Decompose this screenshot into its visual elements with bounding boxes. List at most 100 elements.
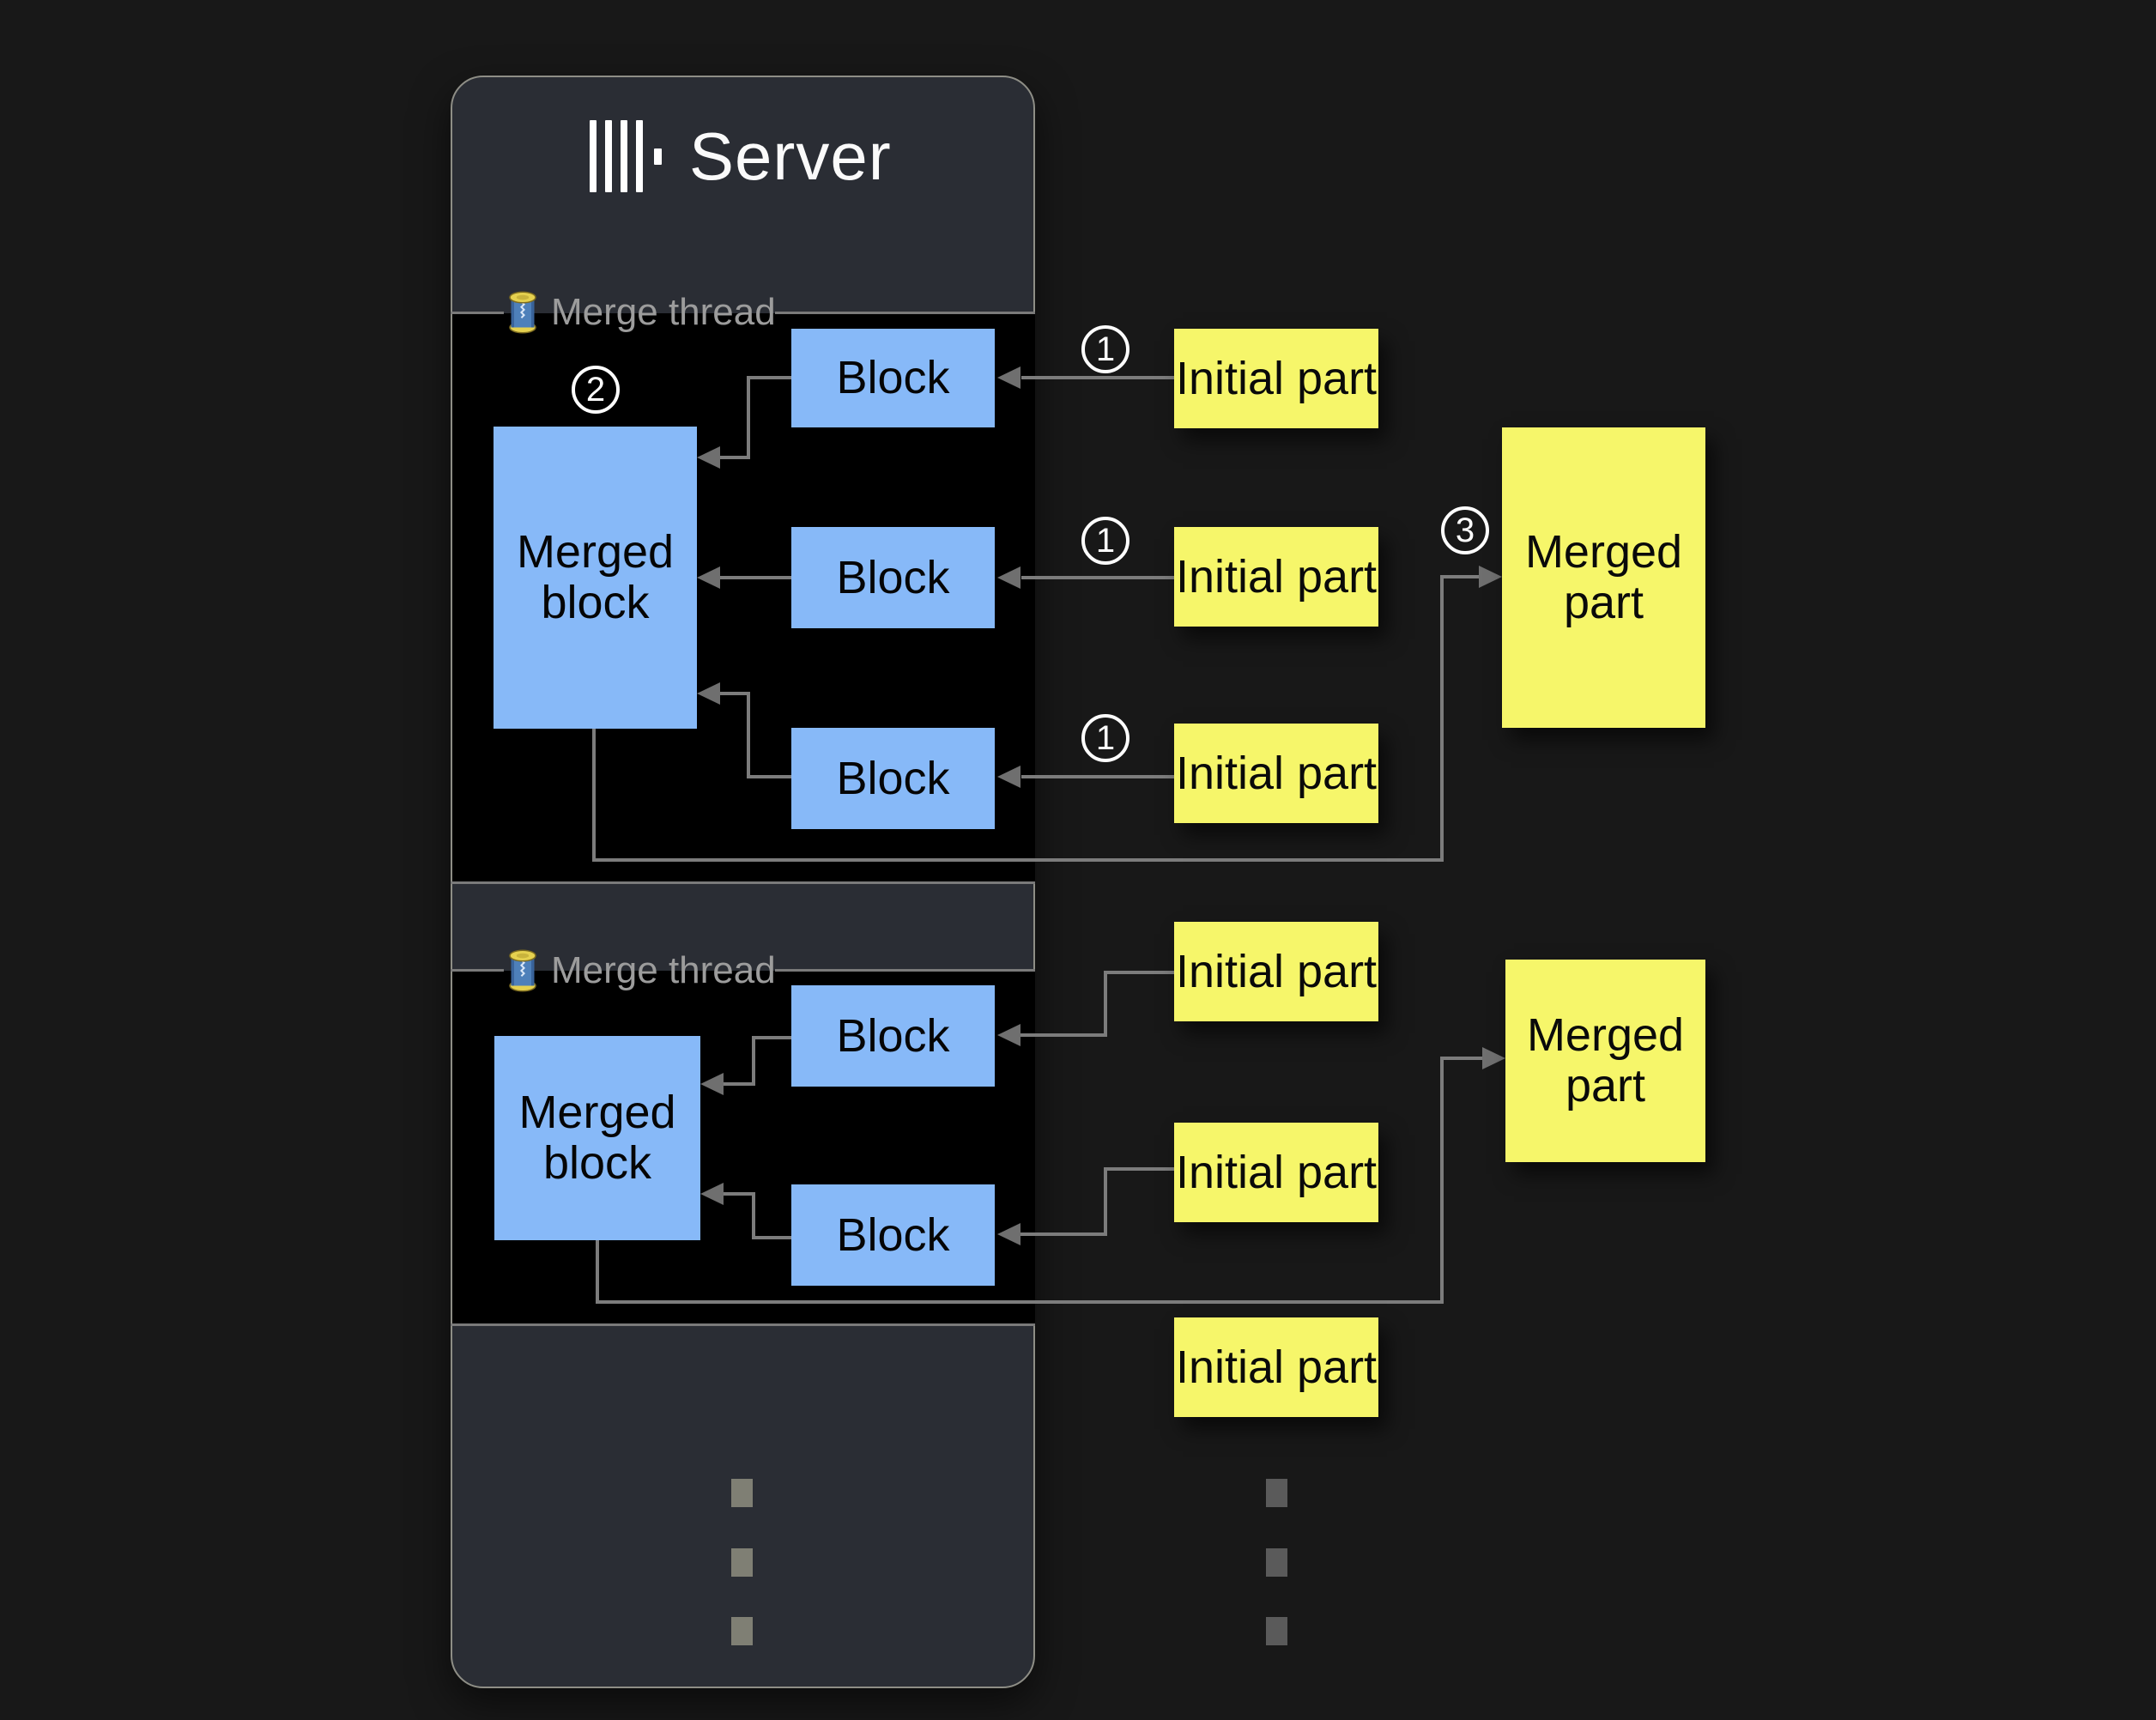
connector-line xyxy=(752,1036,755,1086)
step-badge-digit: 3 xyxy=(1455,512,1475,549)
connector-line xyxy=(1020,1232,1105,1236)
block-1: Block xyxy=(791,329,995,427)
connector-line xyxy=(596,1240,599,1304)
initial-part-4: Initial part xyxy=(1174,922,1378,1021)
arrow-head xyxy=(1479,566,1502,588)
ellipsis-dot xyxy=(731,1617,753,1645)
connector-line xyxy=(752,1192,755,1239)
connector-line xyxy=(592,858,1444,862)
step-badge-1: 1 xyxy=(1081,517,1129,565)
initial-part-label: Initial part xyxy=(1175,352,1378,404)
ellipsis-dot xyxy=(1266,1617,1287,1645)
merged-part-label: Merged part xyxy=(1524,526,1683,628)
merged-block-1: Merged block xyxy=(494,427,697,729)
initial-part-2: Initial part xyxy=(1174,527,1378,627)
connector-line xyxy=(752,1236,791,1239)
block-label: Block xyxy=(836,352,950,404)
block-label: Block xyxy=(836,752,950,804)
ellipsis-dot xyxy=(731,1479,753,1507)
section-border xyxy=(451,969,504,972)
block-4: Block xyxy=(791,985,995,1087)
merged-block-label: Merged block xyxy=(516,526,675,628)
merge-thread-label-text: Merge thread xyxy=(551,291,776,333)
step-badge-2: 2 xyxy=(572,366,620,414)
arrow-head xyxy=(700,1183,724,1205)
connector-line xyxy=(724,1192,752,1196)
server-title: Server xyxy=(689,118,892,194)
initial-part-5: Initial part xyxy=(1174,1123,1378,1222)
arrow-head xyxy=(697,566,720,589)
ellipsis-dot xyxy=(731,1548,753,1577)
connector-line xyxy=(720,456,748,459)
thread-spool-icon xyxy=(509,949,536,992)
merged-block-2: Merged block xyxy=(494,1036,700,1240)
connector-line xyxy=(1440,575,1444,862)
step-badge-1: 1 xyxy=(1081,325,1129,373)
initial-part-label: Initial part xyxy=(1175,747,1378,799)
connector-line xyxy=(1440,575,1480,578)
connector-line xyxy=(747,692,750,778)
connector-line xyxy=(1021,576,1174,579)
connector-line xyxy=(1104,1167,1107,1236)
step-badge-digit: 1 xyxy=(1095,330,1116,368)
connector-line xyxy=(1104,971,1174,974)
thread-spool-icon xyxy=(509,291,536,334)
logo-half-bar xyxy=(654,148,662,165)
ellipsis-dot xyxy=(1266,1479,1287,1507)
arrow-head xyxy=(700,1073,724,1095)
initial-part-label: Initial part xyxy=(1175,550,1378,603)
logo-bar xyxy=(590,120,597,192)
merged-part-1: Merged part xyxy=(1502,427,1705,728)
section-border xyxy=(451,312,504,314)
logo-bar xyxy=(605,120,612,192)
merged-part-label: Merged part xyxy=(1526,1009,1685,1111)
block-label: Block xyxy=(836,1208,950,1261)
connector-line xyxy=(1021,376,1174,379)
arrow-head xyxy=(997,1024,1020,1046)
merge-thread-label-2: Merge thread xyxy=(506,949,776,992)
merge-thread-label-1: Merge thread xyxy=(506,291,776,334)
arrow-head xyxy=(997,766,1020,788)
connector-line xyxy=(1104,1167,1174,1171)
block-3: Block xyxy=(791,728,995,829)
connector-line xyxy=(1104,971,1107,1037)
arrow-head xyxy=(997,1223,1020,1245)
initial-part-label: Initial part xyxy=(1175,1341,1378,1393)
block-label: Block xyxy=(836,551,950,603)
connector-line xyxy=(720,692,748,695)
section-border xyxy=(451,881,1035,884)
connector-line xyxy=(596,1300,1444,1304)
initial-part-3: Initial part xyxy=(1174,724,1378,823)
merged-block-label: Merged block xyxy=(518,1087,676,1189)
connector-line xyxy=(1020,1033,1105,1037)
step-badge-digit: 1 xyxy=(1095,522,1116,560)
server-header: Server xyxy=(590,115,892,197)
block-5: Block xyxy=(791,1184,995,1286)
section-border xyxy=(775,969,1035,972)
initial-part-label: Initial part xyxy=(1175,1146,1378,1198)
connector-line xyxy=(724,1082,752,1086)
section-border xyxy=(775,312,1035,314)
connector-line xyxy=(720,576,791,579)
step-badge-digit: 2 xyxy=(585,371,606,409)
initial-part-1: Initial part xyxy=(1174,329,1378,428)
connector-line xyxy=(1440,1057,1444,1304)
connector-line xyxy=(748,376,791,379)
clickhouse-logo-icon xyxy=(590,120,662,192)
arrow-head xyxy=(997,366,1020,389)
connector-line xyxy=(592,729,596,860)
logo-bar xyxy=(621,120,627,192)
section-border xyxy=(451,1323,1035,1326)
merged-part-2: Merged part xyxy=(1505,960,1705,1162)
step-badge-digit: 1 xyxy=(1095,719,1116,757)
initial-part-6: Initial part xyxy=(1174,1317,1378,1417)
connector-line xyxy=(1021,775,1174,778)
arrow-head xyxy=(1482,1047,1505,1069)
block-2: Block xyxy=(791,527,995,628)
connector-line xyxy=(747,376,750,459)
initial-part-label: Initial part xyxy=(1175,945,1378,997)
arrow-head xyxy=(697,682,720,705)
connector-line xyxy=(752,1036,791,1039)
arrow-head xyxy=(997,566,1020,589)
merge-thread-label-text: Merge thread xyxy=(551,949,776,991)
